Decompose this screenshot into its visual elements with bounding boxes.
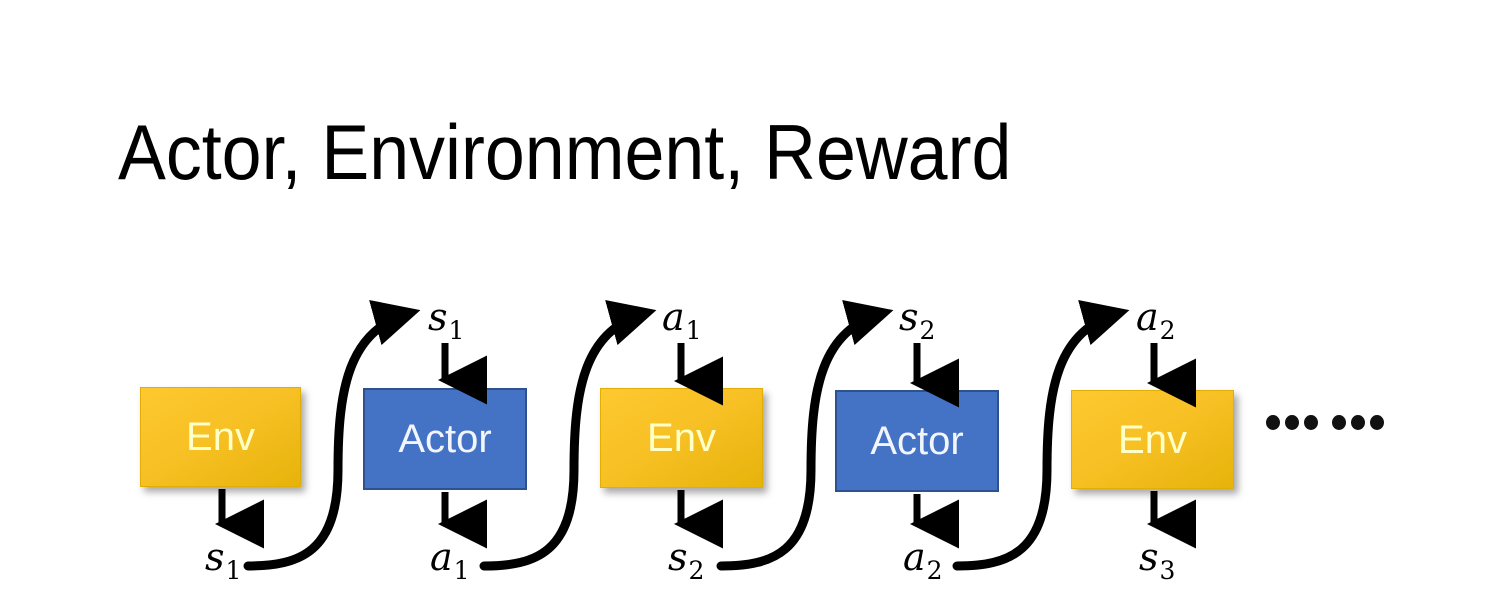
node-box-actor1[interactable]: Actor [363, 388, 527, 490]
var-subscript: 3 [1159, 556, 1176, 585]
variable-label-top-s1: s1 [428, 295, 464, 343]
node-box-env3[interactable]: Env [1071, 390, 1234, 489]
node-label: Env [186, 415, 255, 459]
ellipsis-dot [1304, 415, 1318, 430]
node-label: Actor [870, 419, 964, 463]
variable-label-top-s2: s2 [899, 295, 935, 343]
variable-label-bot-a2: a2 [903, 535, 943, 583]
var-base: s [1139, 535, 1159, 579]
ellipsis-dot [1370, 415, 1384, 430]
var-subscript: 1 [448, 316, 465, 345]
var-base: s [899, 295, 919, 339]
var-subscript: 1 [453, 556, 470, 585]
ellipsis-indicator [1266, 415, 1384, 430]
var-base: a [1136, 295, 1159, 339]
node-box-env2[interactable]: Env [600, 388, 763, 488]
ellipsis-dot [1285, 415, 1299, 430]
ellipsis-dot [1266, 415, 1280, 430]
variable-label-bot-a1: a1 [430, 535, 470, 583]
arrow-label-to-box-group [438, 343, 1196, 408]
var-subscript: 2 [926, 556, 943, 585]
variable-label-top-a1: a1 [662, 295, 702, 343]
var-subscript: 2 [688, 556, 705, 585]
ellipsis-gap [1323, 422, 1327, 423]
node-label: Actor [398, 417, 492, 461]
node-box-env1[interactable]: Env [140, 387, 301, 487]
var-subscript: 1 [225, 556, 242, 585]
variable-label-bot-s2: s2 [668, 535, 704, 583]
variable-label-top-a2: a2 [1136, 295, 1176, 343]
var-base: s [428, 295, 448, 339]
var-base: s [668, 535, 688, 579]
node-label: Env [647, 416, 716, 460]
var-base: a [430, 535, 453, 579]
var-subscript: 2 [1159, 316, 1176, 345]
ellipsis-dot [1332, 415, 1346, 430]
variable-label-bot-s3: s3 [1139, 535, 1175, 583]
arrow-box-to-label-group [215, 489, 1196, 549]
variable-label-bot-s1: s1 [205, 535, 241, 583]
var-subscript: 2 [919, 316, 936, 345]
ellipsis-dot [1351, 415, 1365, 430]
page-title: Actor, Environment, Reward [118, 108, 1012, 196]
var-base: s [205, 535, 225, 579]
node-label: Env [1118, 417, 1187, 462]
var-base: a [903, 535, 926, 579]
var-subscript: 1 [685, 316, 702, 345]
var-base: a [662, 295, 685, 339]
node-box-actor2[interactable]: Actor [835, 390, 999, 492]
